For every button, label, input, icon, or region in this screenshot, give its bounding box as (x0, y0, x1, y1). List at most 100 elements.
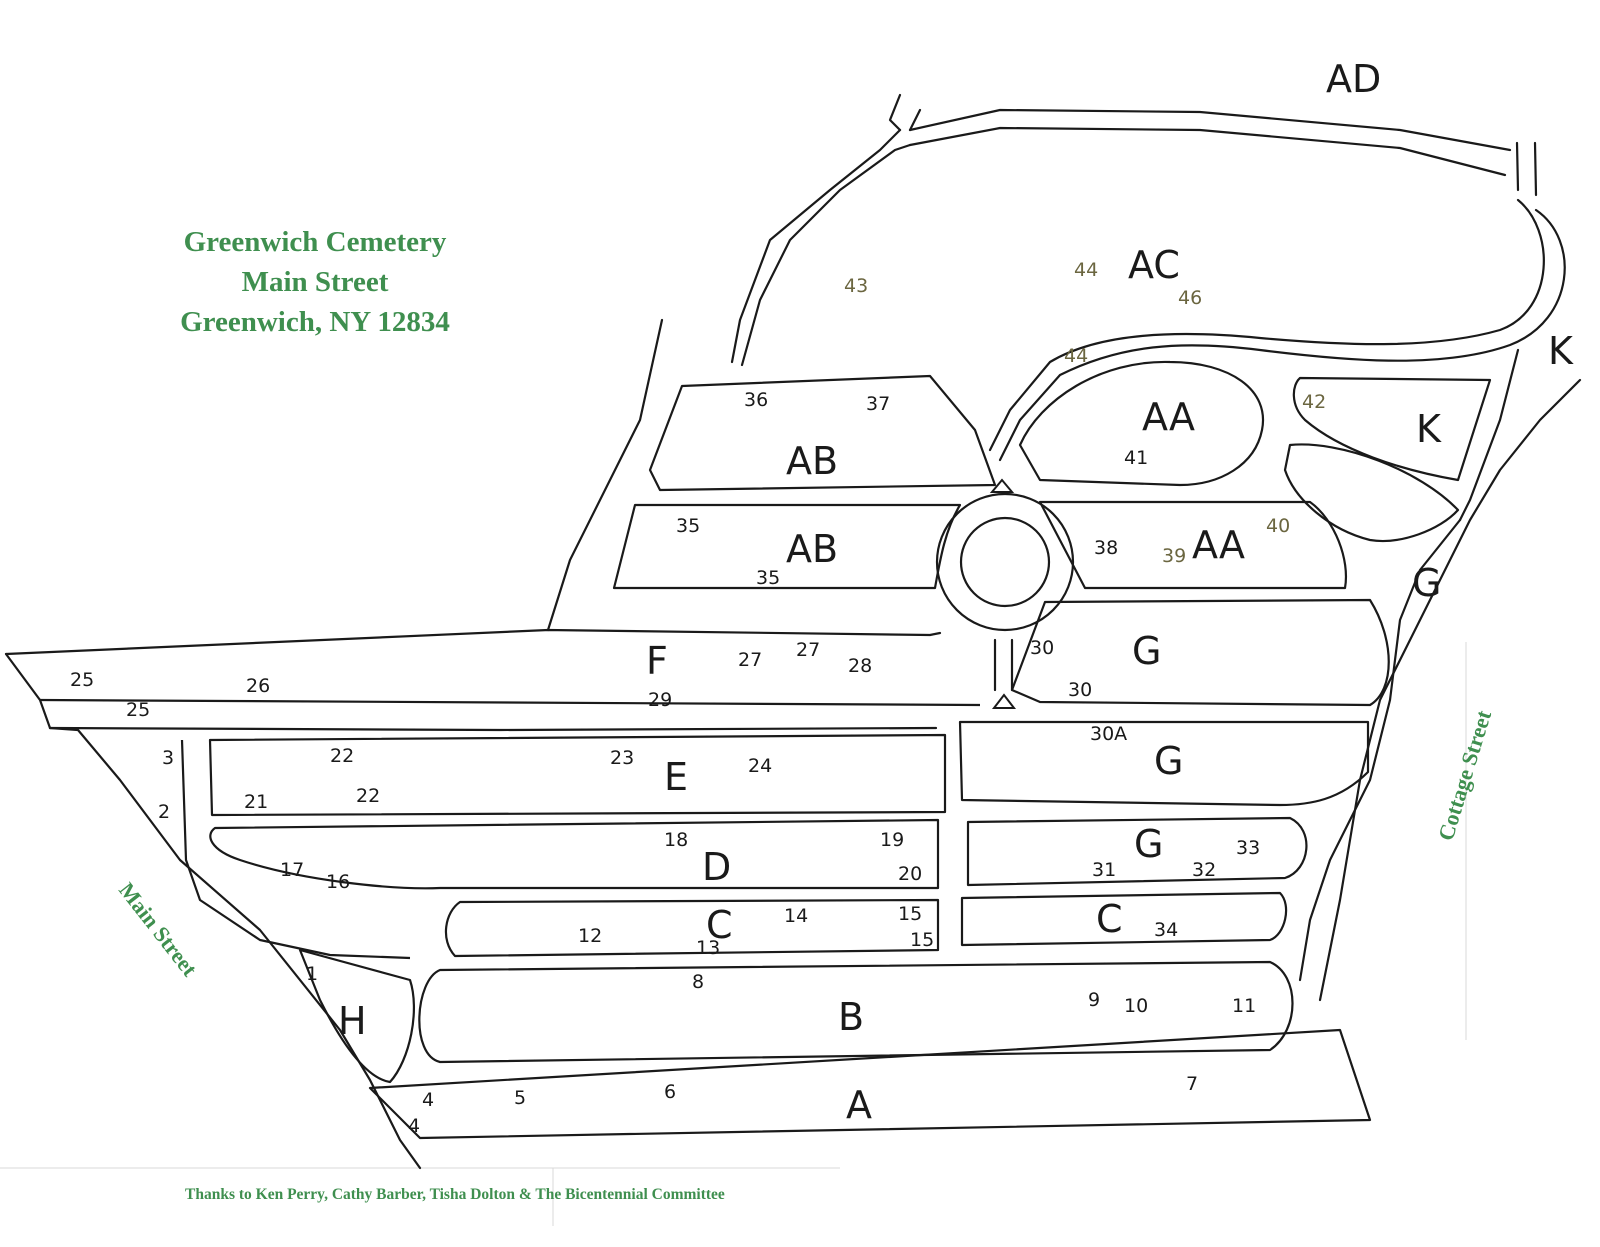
road-ac-inner-west (740, 143, 912, 367)
plot-aa-lower (1038, 500, 1347, 590)
street-label-main: Main Street (114, 878, 203, 982)
credits-line: Thanks to Ken Perry, Cathy Barber, Tisha… (185, 1186, 725, 1204)
title-cemetery-name: Greenwich Cemetery (183, 226, 447, 258)
lot-number: 4 (422, 1089, 434, 1111)
plot-lots-1-3 (180, 739, 411, 960)
triangle-marker-north (989, 478, 1015, 493)
lot-number: 25 (70, 669, 94, 691)
lot-number: 44 (1064, 345, 1088, 367)
lot-number: 17 (280, 859, 304, 881)
section-label-ac: AC (1128, 243, 1180, 287)
roundabout-outer (935, 492, 1075, 632)
lot-number: 40 (1266, 515, 1290, 537)
lot-number: 12 (578, 925, 602, 947)
lot-number: 42 (1302, 391, 1326, 413)
lot-number: 11 (1232, 995, 1256, 1017)
boundary-west-upper (546, 318, 664, 632)
plot-e (208, 733, 947, 817)
lot-number: 6 (664, 1081, 676, 1103)
credits-names: Thanks to Ken Perry, Cathy Barber, Tisha… (185, 1186, 515, 1203)
plot-k-inner (1292, 376, 1492, 482)
map-title: Greenwich Cemetery Main Street Greenwich… (140, 222, 490, 342)
street-label-cottage: Cottage Street (1433, 707, 1496, 844)
lot-number: 23 (610, 747, 634, 769)
lot-number: 27 (738, 649, 762, 671)
plot-d (209, 818, 940, 890)
section-label-c-right: C (1096, 897, 1123, 941)
lot-number: 21 (244, 791, 268, 813)
plot-c-left (444, 898, 940, 958)
lot-number: 22 (330, 745, 354, 767)
boundary-f-top (4, 628, 942, 656)
lot-number: 1 (306, 963, 318, 985)
lot-number: 33 (1236, 837, 1260, 859)
section-label-aa-low: AA (1192, 523, 1245, 567)
lot-number: 2 (158, 801, 170, 823)
lot-number: 4 (408, 1115, 420, 1137)
lot-number: 30 (1030, 637, 1054, 659)
lot-number: 8 (692, 971, 704, 993)
lot-number: 19 (880, 829, 904, 851)
plot-h (298, 948, 416, 1084)
road-g-east (1298, 518, 1462, 982)
lot-number: 37 (866, 393, 890, 415)
section-label-a: A (846, 1083, 872, 1127)
lot-number: 24 (748, 755, 772, 777)
lot-number: 22 (356, 785, 380, 807)
section-label-e: E (664, 755, 688, 799)
lot-number: 30 (1068, 679, 1092, 701)
plot-g-low (966, 816, 1308, 887)
credits-committee: & The Bicentennial Committee (518, 1186, 725, 1203)
section-label-k-outer: K (1548, 329, 1574, 373)
section-label-f: F (646, 639, 668, 683)
lot-number: 13 (696, 937, 720, 959)
lot-number: 18 (664, 829, 688, 851)
section-label-k-inner: K (1416, 407, 1442, 451)
section-label-ad: AD (1326, 57, 1381, 101)
lot-number: 10 (1124, 995, 1148, 1017)
lot-number: 28 (848, 655, 872, 677)
lot-number: 35 (756, 567, 780, 589)
road-ac-outer-west (730, 128, 902, 364)
lot-number: 3 (162, 747, 174, 769)
section-label-g-low: G (1134, 822, 1163, 866)
lot-number: 46 (1178, 287, 1202, 309)
lot-number: 26 (246, 675, 270, 697)
lot-number: 27 (796, 639, 820, 661)
lot-number: 41 (1124, 447, 1148, 469)
section-label-aa-top: AA (1142, 395, 1195, 439)
road-ac-inner-top (908, 126, 1507, 177)
road-ac-top-notch (888, 93, 922, 132)
lot-number: 25 (126, 699, 150, 721)
lot-number: 39 (1162, 545, 1186, 567)
plot-g-mid (958, 720, 1370, 807)
title-street: Main Street (241, 266, 389, 298)
section-label-ab-top: AB (786, 439, 838, 483)
lot-number: 34 (1154, 919, 1178, 941)
plot-aa-top (1018, 360, 1265, 487)
lot-number: 29 (648, 689, 672, 711)
road-ac-east (998, 208, 1566, 462)
boundary-cottage-street (1318, 378, 1582, 1002)
plot-c-right (960, 891, 1288, 947)
section-label-g-mid: G (1154, 739, 1183, 783)
title-city: Greenwich, NY 12834 (180, 306, 450, 338)
road-k-east (1458, 348, 1520, 522)
lot-number: 30A (1090, 723, 1127, 745)
lot-number: 36 (744, 389, 768, 411)
plot-g-island (1283, 443, 1460, 542)
lot-number: 5 (514, 1087, 526, 1109)
lot-number: 15 (910, 929, 934, 951)
section-label-g-top: G (1132, 629, 1161, 673)
triangle-marker-south (991, 693, 1017, 709)
road-ac-inner-east (988, 198, 1545, 452)
lot-number: 7 (1186, 1073, 1198, 1095)
lot-number: 32 (1192, 859, 1216, 881)
plot-a (368, 1028, 1372, 1140)
section-label-d: D (702, 845, 731, 889)
roundabout-inner (959, 516, 1051, 608)
lot-number: 9 (1088, 989, 1100, 1011)
lot-number: 35 (676, 515, 700, 537)
lot-number: 20 (898, 863, 922, 885)
